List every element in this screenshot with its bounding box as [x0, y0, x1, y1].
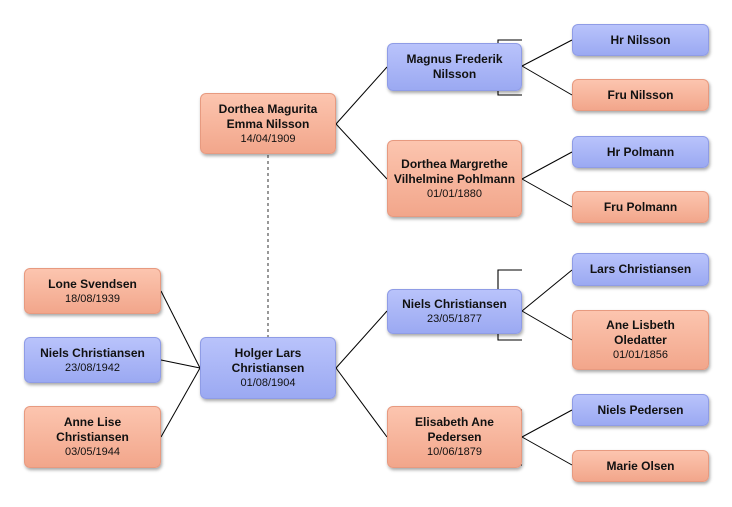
- person-node-marie-olsen[interactable]: Marie Olsen: [572, 450, 709, 482]
- person-node-lone-svendsen[interactable]: Lone Svendsen 18/08/1939: [24, 268, 161, 314]
- person-name: Ane Lisbeth Oledatter: [606, 318, 675, 347]
- person-node-niels-christiansen-1877[interactable]: Niels Christiansen 23/05/1877: [387, 289, 522, 334]
- person-date: 03/05/1944: [64, 446, 121, 458]
- person-name: Magnus Frederik Nilsson: [406, 52, 503, 81]
- person-node-hr-polmann[interactable]: Hr Polmann: [572, 136, 709, 168]
- person-node-lars-christiansen[interactable]: Lars Christiansen: [572, 253, 709, 286]
- link-niels-lars: [521, 269, 573, 312]
- person-name: Hr Nilsson: [610, 32, 671, 47]
- link-elisabeth-niels-pedersen: [521, 409, 573, 438]
- link-dorthea-fru-polmann: [521, 178, 573, 208]
- person-node-fru-polmann[interactable]: Fru Polmann: [572, 191, 709, 223]
- link-holger-niels: [335, 310, 388, 369]
- person-name: Marie Olsen: [606, 458, 675, 473]
- link-magnus-fru-nilsson: [521, 65, 573, 96]
- person-name: Elisabeth Ane Pedersen: [415, 415, 494, 444]
- person-date: 23/05/1877: [426, 313, 483, 325]
- person-node-magnus-nilsson[interactable]: Magnus Frederik Nilsson: [387, 43, 522, 91]
- person-name: Dorthea Magurita Emma Nilsson: [218, 101, 318, 131]
- link-magurita-dorthea: [335, 123, 388, 180]
- person-date: 18/08/1939: [64, 292, 121, 305]
- person-node-niels-pedersen[interactable]: Niels Pedersen: [572, 394, 709, 426]
- link-holger-lone: [160, 290, 201, 369]
- link-niels-ane-lisbeth: [521, 310, 573, 341]
- person-name: Niels Christiansen: [40, 345, 145, 360]
- person-node-dorthea-magurita[interactable]: Dorthea Magurita Emma Nilsson 14/04/1909: [200, 93, 336, 154]
- person-name: Lars Christiansen: [589, 262, 692, 276]
- link-elisabeth-marie: [521, 436, 573, 466]
- link-dorthea-hr-polmann: [521, 151, 573, 180]
- person-name: Hr Polmann: [606, 144, 675, 159]
- person-name: Holger Lars Christiansen: [231, 346, 305, 375]
- person-node-anne-lise-christiansen[interactable]: Anne Lise Christiansen 03/05/1944: [24, 406, 161, 468]
- person-date: 23/08/1942: [64, 361, 121, 374]
- link-holger-elisabeth: [335, 367, 388, 438]
- person-node-ane-lisbeth[interactable]: Ane Lisbeth Oledatter 01/01/1856: [572, 310, 709, 370]
- person-name: Fru Polmann: [603, 199, 678, 214]
- person-date: 01/08/1904: [240, 377, 296, 389]
- person-node-holger-christiansen[interactable]: Holger Lars Christiansen 01/08/1904: [200, 337, 336, 399]
- person-node-niels-christiansen-1942[interactable]: Niels Christiansen 23/08/1942: [24, 337, 161, 383]
- person-name: Lone Svendsen: [48, 276, 137, 291]
- link-magnus-hr-nilsson: [521, 39, 573, 67]
- person-node-hr-nilsson[interactable]: Hr Nilsson: [572, 24, 709, 56]
- link-magurita-magnus: [335, 66, 388, 125]
- person-name: Anne Lise Christiansen: [56, 415, 129, 444]
- person-date: 01/01/1880: [426, 187, 483, 200]
- person-name: Fru Nilsson: [607, 87, 674, 102]
- person-date: 10/06/1879: [426, 446, 483, 458]
- link-holger-anne-lise: [160, 367, 201, 438]
- person-name: Niels Christiansen: [402, 297, 507, 311]
- person-name: Dorthea Margrethe Vilhelmine Pohlmann: [393, 156, 516, 186]
- person-node-dorthea-margrethe[interactable]: Dorthea Margrethe Vilhelmine Pohlmann 01…: [387, 140, 522, 217]
- link-holger-niels-1942: [160, 359, 201, 369]
- person-date: 01/01/1856: [612, 349, 669, 361]
- person-name: Niels Pedersen: [597, 402, 684, 417]
- person-date: 14/04/1909: [240, 132, 296, 145]
- person-node-fru-nilsson[interactable]: Fru Nilsson: [572, 79, 709, 111]
- person-node-elisabeth-pedersen[interactable]: Elisabeth Ane Pedersen 10/06/1879: [387, 406, 522, 468]
